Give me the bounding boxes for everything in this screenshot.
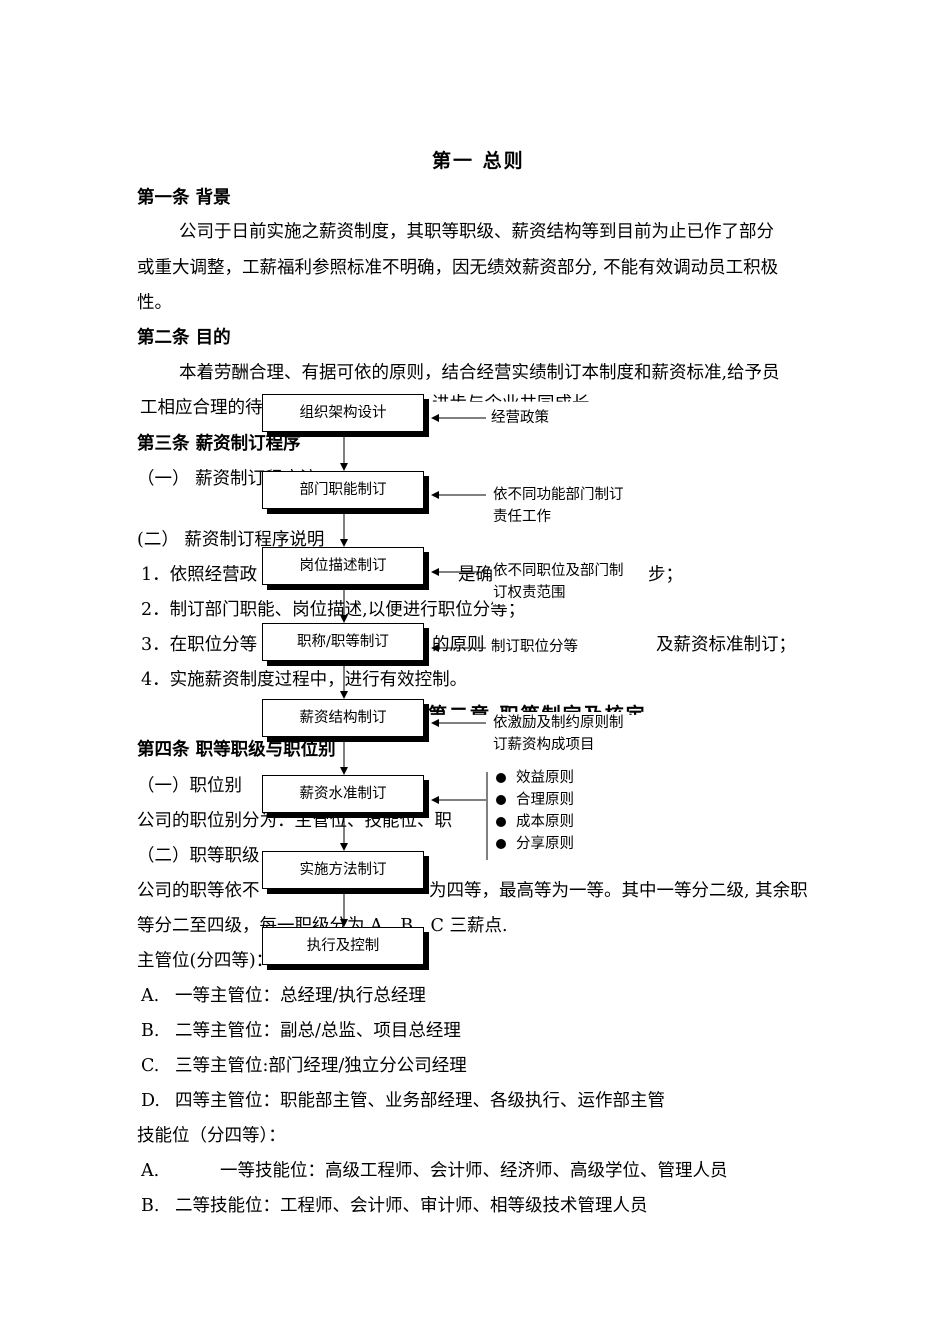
article-2-heading: 第二条 目的 bbox=[137, 328, 231, 348]
principle-list: 效益原则 合理原则 成本原则 分享原则 bbox=[496, 767, 574, 855]
manager-item-letter: C. bbox=[141, 1056, 160, 1076]
flow-step-implementation: 实施方法制订 bbox=[262, 851, 424, 889]
manager-item-text: 一等主管位：总经理/执行总经理 bbox=[175, 986, 426, 1006]
manager-item-text: 四等主管位：职能部主管、业务部经理、各级执行、运作部主管 bbox=[175, 1091, 665, 1111]
article-2-line: 工相应合理的待 bbox=[140, 398, 263, 418]
flow-step-title-grade: 职称/职等制订 bbox=[262, 623, 424, 661]
tech-item-letter: B. bbox=[141, 1196, 160, 1216]
chapter-2-title: 第二章 职等制定及核定 bbox=[428, 704, 645, 726]
tech-heading: 技能位（分四等）： bbox=[137, 1126, 286, 1146]
article-3-item: 步； bbox=[648, 565, 683, 585]
article-4-line: 公司的职位别分为：主管位、技能位、职 bbox=[137, 811, 452, 831]
flow-step-org-design: 组织架构设计 bbox=[262, 394, 424, 432]
article-4-heading: 第四条 职等职级与职位别 bbox=[137, 740, 336, 760]
principle-item: 成本原则 bbox=[496, 811, 574, 833]
article-4-sub-1: （一）职位别 bbox=[137, 776, 242, 796]
article-3-item: 4．实施薪资制度过程中，进行有效控制。 bbox=[141, 670, 468, 690]
flow-step-dept-function: 部门职能制订 bbox=[262, 471, 424, 509]
article-3-item: 是确 bbox=[458, 565, 493, 585]
principle-item: 合理原则 bbox=[496, 789, 574, 811]
flow-note: 经营政策 bbox=[491, 407, 549, 429]
article-1-line: 公司于日前实施之薪资制度，其职等职级、薪资结构等到目前为止已作了部分 bbox=[179, 222, 774, 242]
article-3-item: 1．依照经营政 bbox=[141, 565, 258, 585]
chapter-title: 第一 总则 bbox=[432, 150, 525, 172]
article-3-item: 3．在职位分等 bbox=[141, 635, 258, 655]
flow-step-execution-control: 执行及控制 bbox=[262, 927, 424, 965]
flow-step-job-description: 岗位描述制订 bbox=[262, 547, 424, 585]
article-3-item: 2．制订部门职能、岗位描述,以便进行职位分等； bbox=[141, 600, 526, 620]
tech-item-text: 二等技能位：工程师、会计师、审计师、相等级技术管理人员 bbox=[175, 1196, 648, 1216]
manager-heading: 主管位(分四等)： bbox=[137, 951, 274, 971]
manager-item-letter: B. bbox=[141, 1021, 160, 1041]
flow-note: 依激励及制约原则制订薪资构成项目 bbox=[493, 712, 624, 756]
article-1-line: 性。 bbox=[137, 293, 172, 313]
article-1-heading: 第一条 背景 bbox=[137, 188, 231, 208]
flow-step-salary-structure: 薪资结构制订 bbox=[262, 699, 424, 737]
article-3-item: 及薪资标准制订； bbox=[656, 635, 796, 655]
principle-item: 效益原则 bbox=[496, 767, 574, 789]
article-3-sub-2: (二） 薪资制订程序说明 bbox=[137, 530, 325, 550]
article-4-line: 为四等，最高等为一等。其中一等分二级, 其余职 bbox=[429, 881, 808, 901]
manager-item-letter: A. bbox=[141, 986, 160, 1006]
article-3-item: 的原则 bbox=[432, 635, 485, 655]
article-4-line: 公司的职等依不 bbox=[137, 881, 260, 901]
article-4-sub-2: （二）职等职级 bbox=[137, 846, 260, 866]
tech-item-letter: A. bbox=[141, 1161, 160, 1181]
manager-item-text: 二等主管位：副总/总监、项目总经理 bbox=[175, 1021, 461, 1041]
manager-item-letter: D. bbox=[141, 1091, 160, 1111]
article-2-line-tail: 进步与企业共同成长 bbox=[432, 394, 590, 414]
article-2-line: 本着劳酬合理、有据可依的原则，结合经营实绩制订本制度和薪资标准,给予员 bbox=[179, 363, 780, 383]
tech-item-text: 一等技能位：高级工程师、会计师、经济师、高级学位、管理人员 bbox=[220, 1161, 728, 1181]
principle-item: 分享原则 bbox=[496, 833, 574, 855]
flow-step-salary-level: 薪资水准制订 bbox=[262, 775, 424, 813]
flow-note: 制订职位分等 bbox=[491, 636, 578, 658]
article-1-line: 或重大调整，工薪福利参照标准不明确，因无绩效薪资部分, 不能有效调动员工积极 bbox=[137, 258, 779, 278]
flow-note: 依不同职位及部门制订权责范围 bbox=[493, 560, 624, 604]
flow-note: 依不同功能部门制订责任工作 bbox=[493, 484, 624, 528]
manager-item-text: 三等主管位:部门经理/独立分公司经理 bbox=[175, 1056, 467, 1076]
article-3-heading: 第三条 薪资制订程序 bbox=[137, 434, 301, 454]
